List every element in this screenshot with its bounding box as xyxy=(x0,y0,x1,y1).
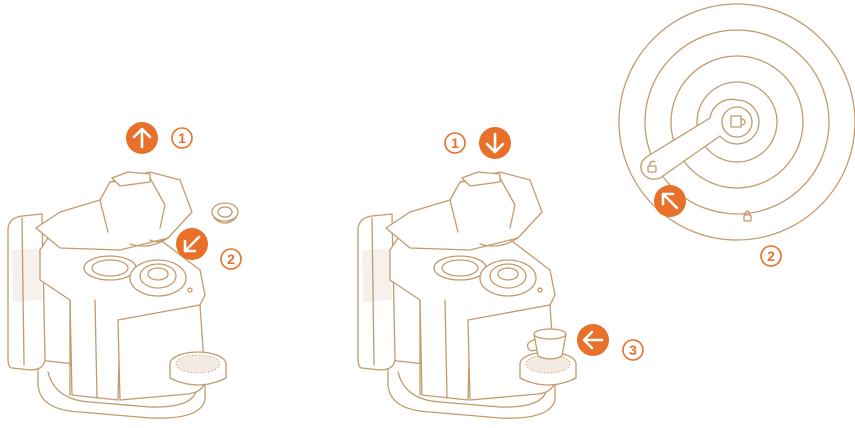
close-lid-arrow-icon xyxy=(479,127,511,159)
coffee-machine-open xyxy=(8,172,226,418)
insert-capsule-arrow-icon xyxy=(176,228,208,260)
step-1-number-mid: 1 xyxy=(445,133,465,153)
step-2-number-left: 2 xyxy=(221,249,241,269)
svg-text:3: 3 xyxy=(629,342,637,358)
lock-dial xyxy=(619,4,855,240)
svg-text:1: 1 xyxy=(451,135,459,151)
rotate-lever-arrow-icon xyxy=(654,185,686,217)
coffee-machine-closed xyxy=(358,172,576,418)
svg-text:1: 1 xyxy=(178,130,186,146)
step-1-number-left: 1 xyxy=(172,128,192,148)
place-cup-arrow-icon xyxy=(577,324,609,356)
step-2-number-dial: 2 xyxy=(761,246,781,266)
svg-text:2: 2 xyxy=(227,251,235,267)
svg-text:2: 2 xyxy=(767,248,775,264)
lift-lid-arrow-icon xyxy=(126,122,158,154)
capsule-icon xyxy=(212,203,238,223)
step-3-number-mid: 3 xyxy=(623,340,643,360)
